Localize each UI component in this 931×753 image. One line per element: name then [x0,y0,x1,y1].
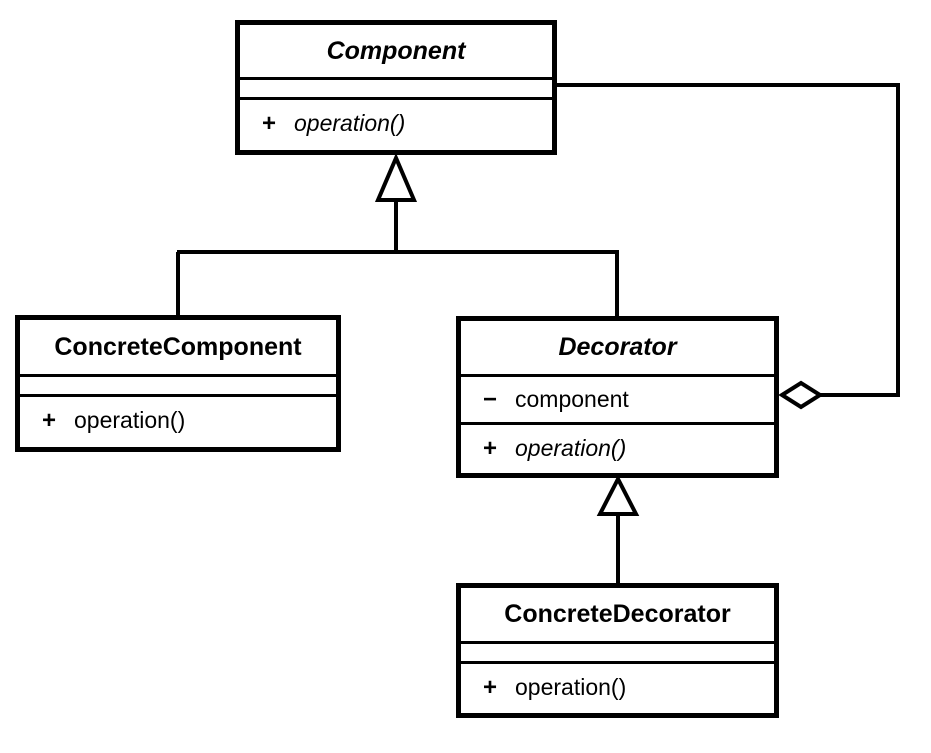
class-name-concretecomponent: ConcreteComponent [54,332,302,361]
attributes-compartment-concretecomponent [20,377,336,397]
operation-name: operation() [515,673,627,700]
operation-name: operation() [294,110,406,136]
operations-compartment-decorator: + operation() [461,425,774,473]
class-box-component[interactable]: Component + operation() [235,20,557,155]
visibility-marker: + [483,673,498,701]
class-name-compartment-decorator: Decorator [461,321,774,377]
visibility-marker: + [483,435,498,462]
generalization-to-component [176,152,619,318]
operation-row: + operation() [461,674,626,702]
class-name-compartment-component: Component [240,25,552,80]
operation-name: operation() [74,407,186,433]
attribute-name: component [515,385,629,412]
visibility-marker: + [42,407,57,434]
class-box-concretecomponent[interactable]: ConcreteComponent + operation() [15,315,341,452]
hollow-diamond-icon [778,380,824,410]
hollow-triangle-icon [596,474,640,516]
attributes-compartment-decorator: − component [461,377,774,425]
attribute-row: − component [461,386,629,414]
operation-name: operation() [515,435,627,461]
generalization-to-decorator [596,474,640,585]
class-box-concretedecorator[interactable]: ConcreteDecorator + operation() [456,583,779,718]
operation-row: + operation() [461,435,626,463]
operation-row: + operation() [240,110,405,138]
operations-compartment-concretedecorator: + operation() [461,664,774,711]
visibility-marker: + [262,110,277,137]
operations-compartment-component: + operation() [240,100,552,148]
class-name-compartment-concretedecorator: ConcreteDecorator [461,588,774,644]
class-name-compartment-concretecomponent: ConcreteComponent [20,320,336,377]
class-name-concretedecorator: ConcreteDecorator [504,600,731,628]
class-name-component: Component [326,36,466,65]
visibility-marker: − [483,385,498,413]
operations-compartment-concretecomponent: + operation() [20,397,336,445]
hollow-triangle-icon [374,152,418,202]
class-box-decorator[interactable]: Decorator − component + operation() [456,316,779,478]
attributes-compartment-component [240,80,552,100]
operation-row: + operation() [20,407,185,435]
class-name-decorator: Decorator [558,333,677,361]
attributes-compartment-concretedecorator [461,644,774,664]
